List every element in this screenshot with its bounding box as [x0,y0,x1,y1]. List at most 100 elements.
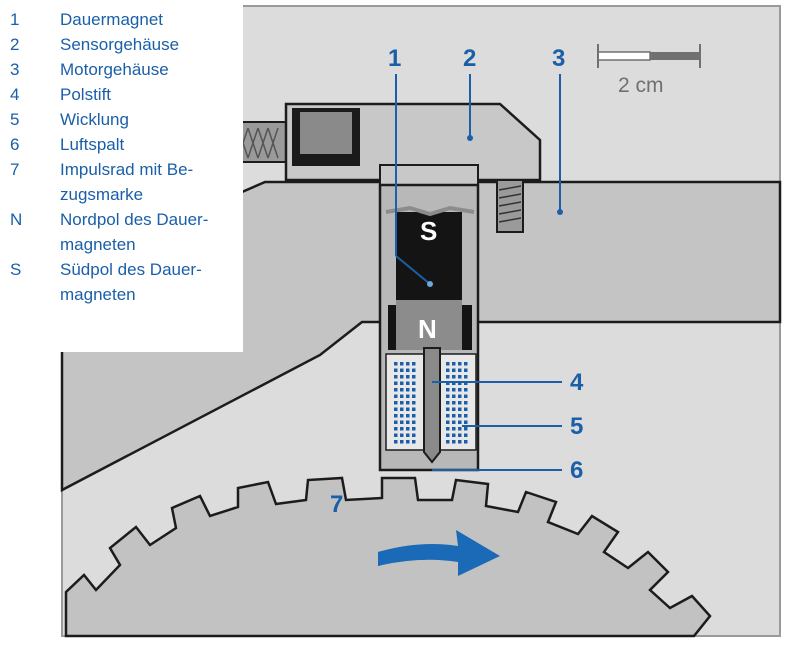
winding-dot [458,433,462,437]
winding-dot [406,401,410,405]
winding-dot [406,388,410,392]
callout-2: 2 [463,45,476,72]
callout-1: 1 [388,45,401,72]
winding-dot [406,414,410,418]
winding-dot [394,388,398,392]
scale-bar-dark [650,52,700,60]
legend-text: magneten [60,285,136,304]
winding-dot [412,433,416,437]
winding-dot [400,401,404,405]
legend-key: 4 [10,85,20,104]
winding-dot [446,433,450,437]
winding-dot [412,394,416,398]
winding-dot [406,375,410,379]
north-pole-label: N [418,314,437,344]
winding-dot [394,362,398,366]
winding-dot [464,375,468,379]
winding-dot [412,388,416,392]
winding-dot [412,427,416,431]
scale-bar-light [597,51,651,61]
winding-dot [400,375,404,379]
leader-2-dot [467,135,473,141]
winding-dot [464,427,468,431]
winding-dot [446,362,450,366]
winding-dot [394,414,398,418]
winding-dot [400,362,404,366]
winding-dot [458,440,462,444]
legend-text: zugsmarke [60,185,144,204]
south-pole-label: S [420,216,437,246]
legend-key: 6 [10,135,20,154]
winding-dot [458,414,462,418]
winding-dot [446,394,450,398]
winding-dot [406,381,410,385]
winding-dot [446,440,450,444]
winding-dot [394,433,398,437]
winding-dot [458,407,462,411]
winding-dot [446,388,450,392]
winding-dot [400,407,404,411]
magnet-grey-lower [396,300,462,350]
winding-dot [406,427,410,431]
callout-4: 4 [570,369,584,396]
winding-dot [406,368,410,372]
winding-dot [412,375,416,379]
winding-dot [464,388,468,392]
callout-7: 7 [330,491,343,518]
winding-dot [458,362,462,366]
winding-dot [412,362,416,366]
winding-dot [394,427,398,431]
winding-dot [400,433,404,437]
legend-text: Sensorgehäuse [60,35,180,54]
legend-key: S [10,260,22,279]
winding-dot [406,433,410,437]
winding-dot [464,362,468,366]
winding-dot [458,427,462,431]
winding-dot [394,420,398,424]
winding-dot [400,381,404,385]
winding-dot [464,394,468,398]
legend-key: 1 [10,10,20,29]
housing-grey-inset [300,112,352,154]
winding-dot [464,440,468,444]
winding-dot [394,394,398,398]
winding-dot [406,394,410,398]
winding-dot [412,401,416,405]
winding-dot [394,375,398,379]
winding-dot [452,368,456,372]
winding-dot [446,381,450,385]
winding-dot [464,407,468,411]
winding-dot [406,362,410,366]
legend-text: Nordpol des Dauer- [60,210,209,229]
winding-dot [412,407,416,411]
winding-dot [400,388,404,392]
winding-dot [406,440,410,444]
magnet-top-edge [385,205,475,217]
winding-dot [412,414,416,418]
winding-dot [452,375,456,379]
winding-dot [464,433,468,437]
winding-dot [464,414,468,418]
winding-dot [412,368,416,372]
winding-dot [400,414,404,418]
winding-dot [400,394,404,398]
legend-text: Wicklung [60,110,129,129]
winding-dot [400,427,404,431]
winding-dot [458,394,462,398]
winding-dot [446,368,450,372]
winding-dot [452,433,456,437]
winding-dot [394,407,398,411]
legend-text: Motorgehäuse [60,60,169,79]
legend-text: Impulsrad mit Be- [60,160,194,179]
winding-dot [446,414,450,418]
winding-dot [446,427,450,431]
winding-dot [452,381,456,385]
rotation-arrow [378,530,500,576]
winding-dot [464,368,468,372]
legend-key: 7 [10,160,20,179]
pole-pin [423,347,441,464]
winding-dot [406,420,410,424]
legend-text: magneten [60,235,136,254]
winding-dot [458,381,462,385]
winding-dot [446,407,450,411]
